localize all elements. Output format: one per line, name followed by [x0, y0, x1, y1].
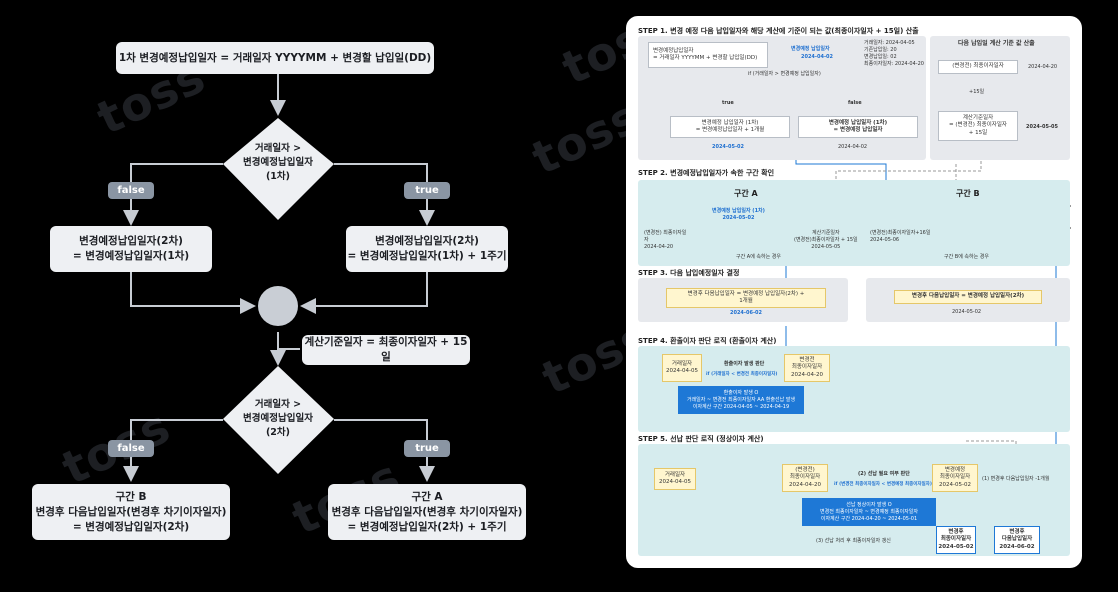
result-section-b: 구간 B 변경후 다음납입일자(변경후 차기이자일자) = 변경예정납입일자(2…: [32, 484, 230, 540]
s3-a-date: 2024-06-02: [730, 310, 762, 316]
s3-a-box: 변경후 다음납입일자 = 변경예정 납입일자(2차) + 1개월: [666, 288, 826, 308]
s5-minus-note: (1) 변경후 다음납입일자 -1개월: [982, 476, 1050, 482]
true-tag-2: true: [404, 440, 450, 457]
s1-true-date: 2024-05-02: [712, 144, 744, 150]
s1-right-box-2: 계산기준일자 = (변경전) 최종이자일자 + 15일: [938, 111, 1018, 141]
s5-left-box: 거래일자 2024-04-05: [654, 468, 696, 490]
s5-blue-box: 선납 정상이자 발생 O 변경전 최종이자일자 ~ 변경예정 최종이자일자 이자…: [802, 498, 936, 526]
s5-question: (2) 선납 필요 여부 판단: [858, 471, 910, 477]
s1-right-date-2: 2024-05-05: [1026, 124, 1058, 130]
s2-note-b: 구간 B에 속하는 경우: [944, 254, 989, 260]
s3-b-date: 2024-05-02: [952, 309, 982, 315]
right-result-1: 변경예정납입일자(2차) = 변경예정납입일자(1차) + 1주기: [346, 226, 508, 272]
step-3-title: STEP 3. 다음 납입예정일자 결정: [638, 269, 740, 277]
s1-false: false: [848, 100, 862, 106]
s4-blue-box: 환출이자 발생 O 거래일자 ~ 변경전 최종이자일자 AA 환출선납 발생 이…: [678, 386, 804, 414]
true-tag-1: true: [404, 182, 450, 199]
decision-diamond-1: [223, 118, 334, 220]
s1-right-title: 다음 납입일 계산 기준 값 산출: [958, 40, 1035, 47]
s2-note-a: 구간 A에 속하는 경우: [736, 254, 781, 260]
decision-diamond-2: [223, 366, 334, 474]
decision-1-label: 거래일자 > 변경예정납입일자 (1차): [243, 143, 313, 182]
s1-true-box: 변경예정 납입일자 (1차) = 변경예정납입일자 + 1개월: [670, 116, 790, 138]
s1-false-box: 변경예정 납입일자 (1차) = 변경예정 납입일자: [798, 116, 918, 138]
s2-point-2: 계산기준일자 (변경전)최종이자일자 + 15일 2024-05-05: [794, 230, 858, 250]
s5-next-box: 변경후 다음납입일자 2024-06-02: [994, 526, 1040, 554]
false-tag-2: false: [108, 440, 154, 457]
calc-base-box: 계산기준일자 = 최종이자일자 + 15일: [302, 335, 470, 365]
s4-left-box: 거래일자 2024-04-05: [662, 354, 702, 382]
s5-right-box: 변경예정 최종이자일자 2024-05-02: [932, 464, 978, 492]
step-5-title: STEP 5. 선납 판단 로직 (정상이자 계산): [638, 435, 764, 443]
detail-panel: STEP 1. 변경 예정 다음 납입일자와 해당 계산에 기준이 되는 값(최…: [626, 16, 1082, 568]
s4-if: if (거래일자 < 변경전 최종이자일자): [706, 372, 778, 377]
s5-mid-box: (변경전) 최종이자일자 2024-04-20: [782, 464, 828, 492]
s5-update-note: (3) 선납 처리 후 최종이자일자 갱신: [816, 538, 891, 544]
s3-b-box: 변경후 다음납입일자 = 변경예정 납입일자(2차): [894, 290, 1042, 304]
step-1-title: STEP 1. 변경 예정 다음 납입일자와 해당 계산에 기준이 되는 값(최…: [638, 27, 919, 35]
false-tag-1: false: [108, 182, 154, 199]
flow-connectors: [123, 74, 435, 482]
s1-date: 2024-04-02: [801, 54, 833, 60]
merge-node: [258, 286, 298, 326]
s2-mid-label: 변경예정 납입일자 (1차) 2024-05-02: [712, 208, 765, 221]
s1-info: 거래일자: 2024-04-05 기존납입일: 20 변경납입일: 02 최종이…: [864, 40, 924, 67]
s1-label: 변경예정 납입일자: [791, 46, 830, 52]
s1-false-date: 2024-04-02: [838, 144, 868, 150]
s4-mid: 환출이자 발생 판단: [724, 361, 765, 367]
s2-point-1: (변경전) 최종이자일 자 2024-04-20: [644, 230, 687, 250]
s5-new-box: 변경후 최종이자일자 2024-05-02: [936, 526, 976, 554]
s1-right-date-1: 2024-04-20: [1028, 64, 1058, 70]
s1-plus: +15일: [969, 89, 985, 95]
step-2-area: [638, 180, 1070, 266]
step-2-title: STEP 2. 변경예정납입일자가 속한 구간 확인: [638, 169, 775, 177]
s1-formula-box: 변경예정납입일자 = 거래일자 YYYYMM + 변경할 납입일(DD): [648, 42, 768, 68]
s2-section-a: 구간 A: [734, 189, 758, 198]
s4-right-box: 변경전 최종이자일자 2024-04-20: [784, 354, 830, 382]
step-4-title: STEP 4. 환출이자 판단 로직 (환출이자 계산): [638, 337, 777, 345]
left-result-1: 변경예정납입일자(2차) = 변경예정납입일자(1차): [50, 226, 212, 272]
s2-section-b: 구간 B: [956, 189, 980, 198]
s1-condition: if (거래일자 > 변경예정 납입일자): [748, 71, 821, 77]
s1-right-box-1: (변경전) 최종이자일자: [938, 60, 1018, 74]
s5-if: if (변경전 최종이자일자 < 변경예정 최종이자일자): [834, 482, 932, 487]
start-box: 1차 변경예정납입일자 = 거래일자 YYYYMM + 변경할 납입일(DD): [116, 42, 434, 74]
decision-2-label: 거래일자 > 변경예정납입일자 (2차): [243, 399, 313, 438]
result-section-a: 구간 A 변경후 다음납입일자(변경후 차기이자일자) = 변경예정납입일자(2…: [328, 484, 526, 540]
step-1-right-area: [930, 36, 1070, 160]
s2-point-3: (변경전)최종이자일자+16일 2024-05-06: [870, 230, 931, 243]
s1-true: true: [722, 100, 734, 106]
